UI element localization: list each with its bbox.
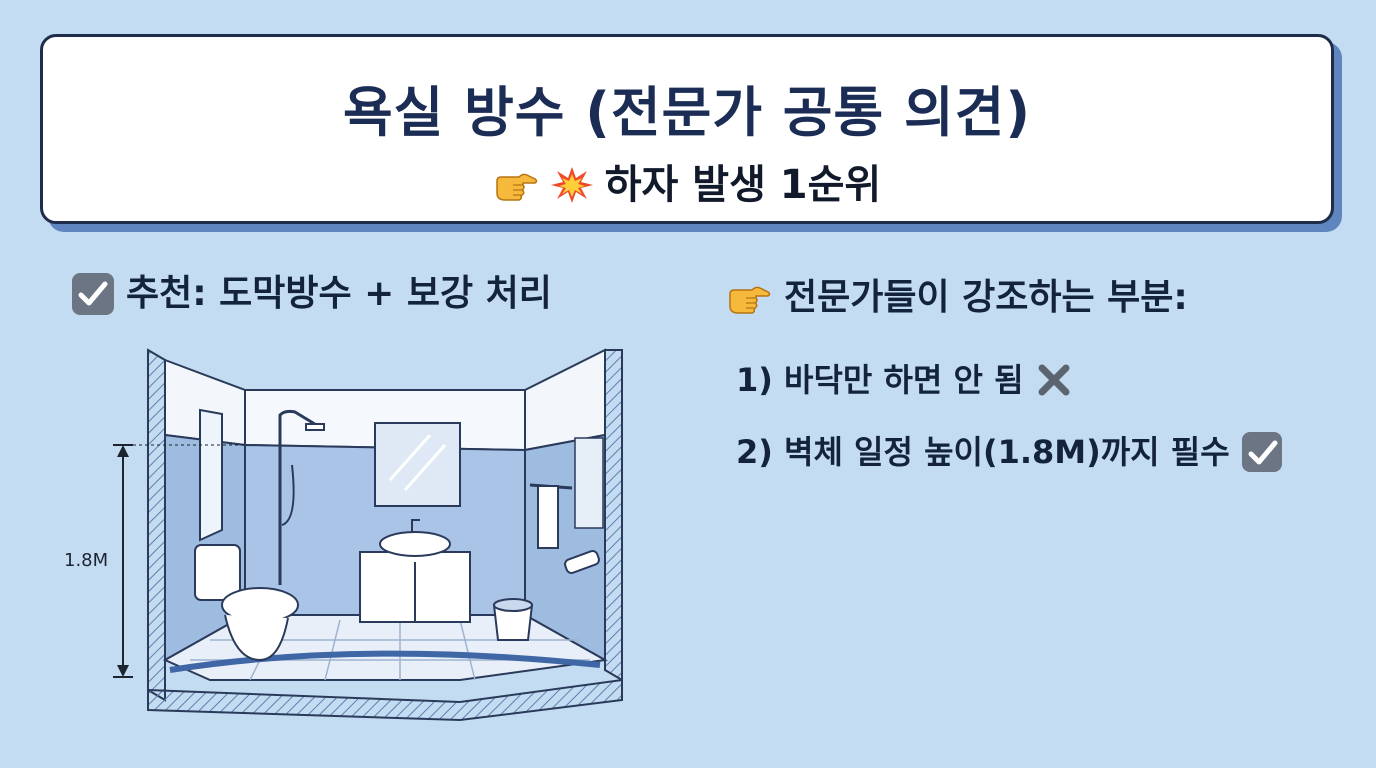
expert-point-1: 1) 바닥만 하면 안 됨 <box>736 360 1072 400</box>
pointing-hand-icon <box>726 278 772 318</box>
height-label: 1.8M <box>64 550 109 571</box>
page-title: 욕실 방수 (전문가 공통 의견) <box>342 81 1032 144</box>
pointing-hand-icon <box>493 165 539 205</box>
expert-point-2-text: 2) 벽체 일정 높이(1.8M)까지 필수 <box>736 433 1230 471</box>
expert-point-2: 2) 벽체 일정 높이(1.8M)까지 필수 <box>736 432 1282 472</box>
check-box-icon <box>72 273 114 315</box>
explosion-icon <box>549 165 595 205</box>
expert-point-1-text: 1) 바닥만 하면 안 됨 <box>736 361 1024 399</box>
cross-icon <box>1036 362 1072 398</box>
bathroom-waterproofing-illustration <box>113 348 623 722</box>
page-subtitle-row: 하자 발생 1순위 <box>43 161 1331 209</box>
check-box-icon <box>1241 432 1282 472</box>
subtitle-text: 하자 발생 1순위 <box>604 162 882 208</box>
title-card: 욕실 방수 (전문가 공통 의견) 하자 발생 1순위 <box>40 34 1334 224</box>
experts-heading-text: 전문가들이 강조하는 부분: <box>784 277 1188 318</box>
experts-heading: 전문가들이 강조하는 부분: <box>726 276 1188 320</box>
recommendation-heading: 추천: 도막방수 + 보강 처리 <box>72 272 552 316</box>
recommendation-text: 추천: 도막방수 + 보강 처리 <box>126 273 552 314</box>
